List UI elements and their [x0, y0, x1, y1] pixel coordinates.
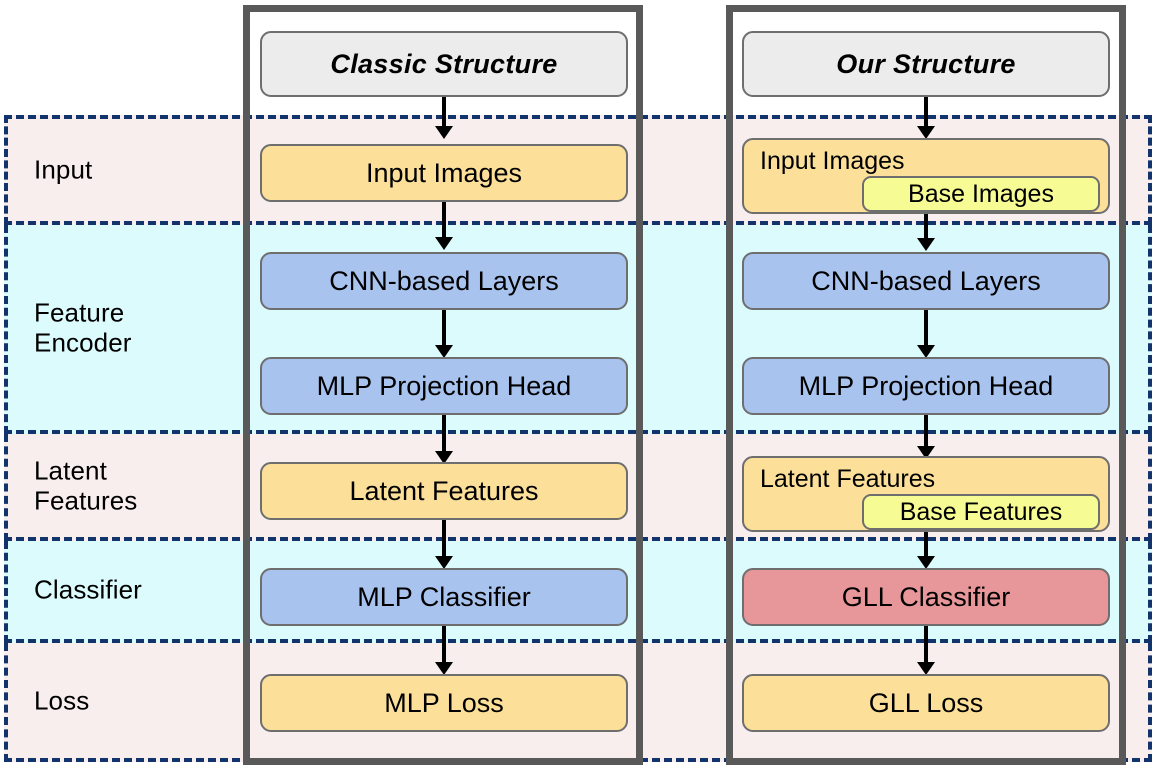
node-latent-features-ours-label: Latent Features [760, 465, 936, 493]
stage-label-feature-encoder: Feature Encoder [34, 296, 132, 358]
column-title-ours: Our Structure [742, 31, 1110, 97]
node-input-images-ours[interactable]: Input Images Base Images [742, 138, 1110, 214]
node-gll-loss-ours[interactable]: GLL Loss [742, 674, 1110, 732]
stage-label-latent-features: Latent Features [34, 454, 138, 516]
node-cnn-layers-ours[interactable]: CNN-based Layers [742, 252, 1110, 310]
node-mlp-classifier-classic[interactable]: MLP Classifier [260, 568, 628, 626]
stage-label-input: Input [34, 154, 93, 185]
node-gll-classifier-ours[interactable]: GLL Classifier [742, 568, 1110, 626]
node-latent-features-ours[interactable]: Latent Features Base Features [742, 456, 1110, 532]
node-base-features-ours[interactable]: Base Features [862, 494, 1100, 530]
node-mlp-projection-head-classic[interactable]: MLP Projection Head [260, 357, 628, 415]
node-input-images-ours-label: Input Images [760, 147, 905, 175]
node-mlp-loss-classic[interactable]: MLP Loss [260, 674, 628, 732]
stage-label-loss: Loss [34, 685, 90, 716]
node-cnn-layers-classic[interactable]: CNN-based Layers [260, 252, 628, 310]
node-base-images-ours[interactable]: Base Images [862, 176, 1100, 212]
node-mlp-projection-head-ours[interactable]: MLP Projection Head [742, 357, 1110, 415]
column-title-classic: Classic Structure [260, 31, 628, 97]
node-input-images-classic[interactable]: Input Images [260, 144, 628, 202]
stage-label-classifier: Classifier [34, 574, 142, 605]
node-latent-features-classic[interactable]: Latent Features [260, 462, 628, 520]
